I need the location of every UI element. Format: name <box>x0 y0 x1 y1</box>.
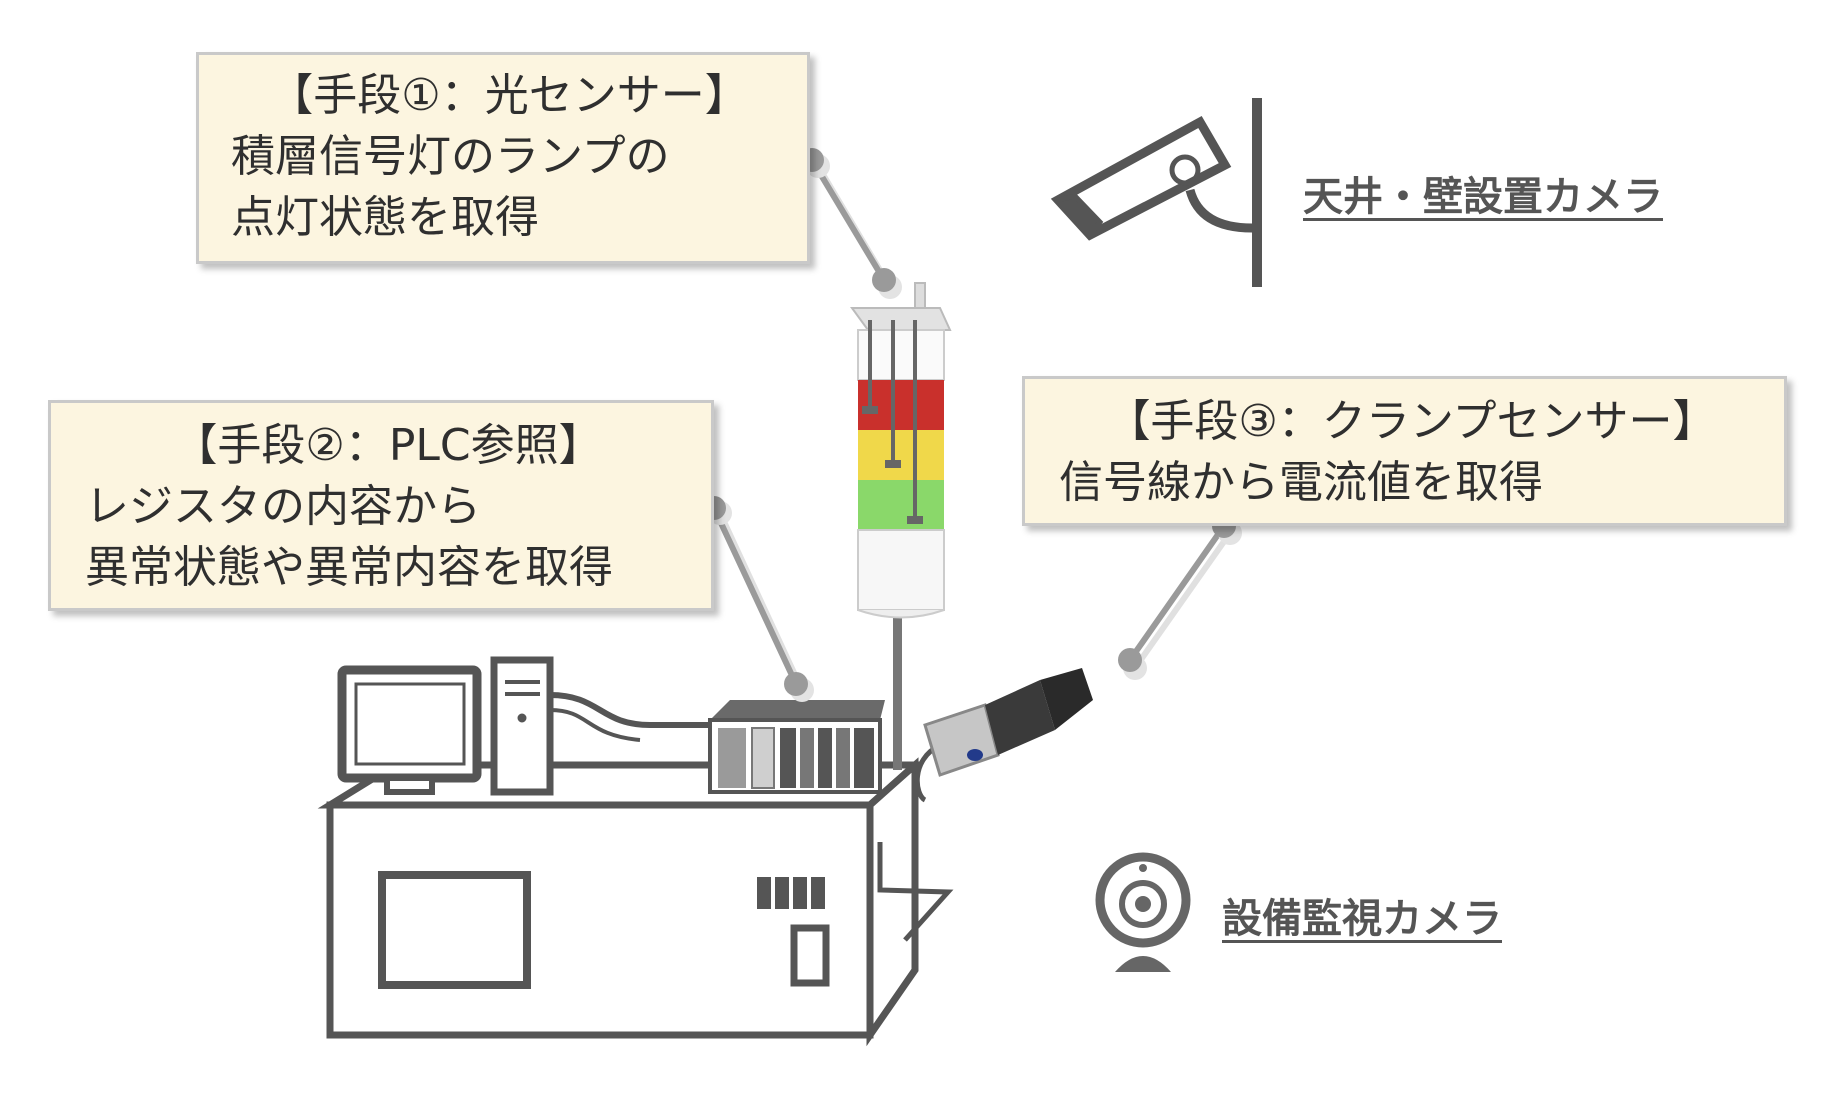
callout-text-line: 積層信号灯のランプの <box>231 131 670 182</box>
callout-text-line: 点灯状態を取得 <box>231 192 539 243</box>
callout-text-line: 信号線から電流値を取得 <box>1059 457 1543 508</box>
callout-clamp-sensor: 【手段③：クランプセンサー】 信号線から電流値を取得 <box>1022 376 1787 526</box>
callout-light-sensor: 【手段①：光センサー】 積層信号灯のランプの 点灯状態を取得 <box>196 52 810 264</box>
ceiling-camera-icon <box>1050 98 1262 287</box>
callout-plc-reference: 【手段②：PLC参照】 レジスタの内容から 異常状態や異常内容を取得 <box>48 400 714 611</box>
signal-tower-icon <box>850 282 952 619</box>
callout-text-line: 異常状態や異常内容を取得 <box>85 542 613 593</box>
callout-heading: 【手段③：クランプセンサー】 <box>1106 396 1717 447</box>
machine-icon <box>317 757 954 1047</box>
callout-heading: 【手段②：PLC参照】 <box>173 420 603 471</box>
callout-text-line: レジスタの内容から <box>85 481 481 532</box>
monitoring-camera-label[interactable]: 設備監視カメラ <box>1222 896 1502 942</box>
plc-icon <box>708 700 885 794</box>
pc-icon <box>337 656 720 796</box>
callout-heading: 【手段①：光センサー】 <box>269 70 749 121</box>
clamp-sensor-icon <box>914 668 1093 803</box>
signal-tower-pole <box>893 610 902 770</box>
webcam-icon <box>1095 852 1191 972</box>
ceiling-camera-label[interactable]: 天井・壁設置カメラ <box>1303 174 1663 220</box>
